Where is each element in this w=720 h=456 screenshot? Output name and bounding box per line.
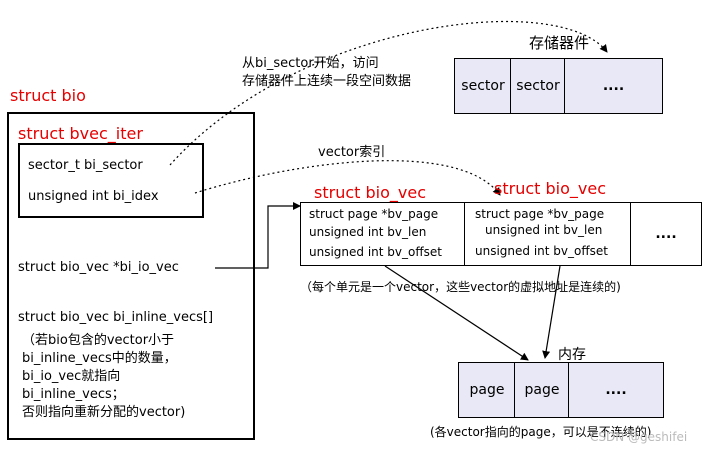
vector-index-label: vector索引 [318, 145, 386, 160]
inline-note-1: （若bio包含的vector小于 [22, 333, 175, 348]
bio-vec-2-bv-len: unsigned int bv_len [485, 223, 603, 237]
bio-vec-2-bv-page: struct page *bv_page [475, 207, 605, 221]
storage-more: .... [564, 58, 663, 114]
note-top-line2: 存储器件上连续一段空间数据 [242, 74, 412, 89]
bio-vec-1-bv-page: struct page *bv_page [309, 207, 439, 221]
inline-note-4: bi_inline_vecs； [22, 387, 125, 402]
bio-vec-more: .... [630, 202, 702, 266]
field-bi-sector: sector_t bi_sector [28, 158, 143, 173]
field-bi-inline-vecs: struct bio_vec bi_inline_vecs[] [18, 310, 214, 325]
bio-vec-title-1: struct bio_vec [314, 183, 426, 202]
arrow-page-to-memory-1 [384, 265, 529, 361]
memory-more: .... [568, 362, 664, 418]
struct-bio-box [7, 112, 255, 440]
bio-vec-title-2: struct bio_vec [494, 179, 606, 198]
bio-vec-cell-2: struct page *bv_page unsigned int bv_len… [464, 202, 632, 266]
note-top-line1: 从bi_sector开始，访问 [242, 56, 379, 71]
watermark: CSDN @geshifei [590, 430, 688, 444]
bio-vec-1-bv-offset: unsigned int bv_offset [309, 245, 442, 259]
memory-note: (各vector指向的page，可以是不连续的) [430, 425, 652, 439]
field-bi-io-vec: struct bio_vec *bi_io_vec [18, 260, 179, 275]
bio-vec-cell-1: struct page *bv_page unsigned int bv_len… [300, 202, 466, 266]
bio-vec-2-bv-offset: unsigned int bv_offset [475, 244, 608, 258]
arrow-sector-to-storage [169, 20, 608, 166]
arrow-page-to-memory-2 [542, 265, 561, 359]
bio-vec-1-bv-len: unsigned int bv_len [309, 225, 427, 239]
bvec-iter-title: struct bvec_iter [18, 124, 143, 143]
inline-note-2: bi_inline_vecs中的数量， [22, 351, 177, 366]
memory-title: 内存 [558, 347, 586, 363]
storage-title: 存储器件 [529, 34, 590, 52]
storage-sector-1: sector [454, 58, 512, 114]
inline-note-3: bi_io_vec就指向 [22, 369, 121, 384]
inline-note-5: 否则指向重新分配的vector) [22, 405, 186, 420]
bvec-iter-box [18, 143, 204, 218]
storage-sector-2: sector [510, 58, 566, 114]
arrow-io-vec-to-biovec [215, 202, 301, 269]
struct-bio-title: struct bio [10, 86, 86, 105]
memory-page-1: page [458, 362, 516, 418]
arrow-idex-to-biovec [194, 160, 501, 196]
field-bi-idex: unsigned int bi_idex [28, 189, 159, 204]
memory-page-2: page [514, 362, 570, 418]
bio-vec-note: （每个单元是一个vector，这些vector的虚拟地址是连续的) [300, 280, 621, 294]
